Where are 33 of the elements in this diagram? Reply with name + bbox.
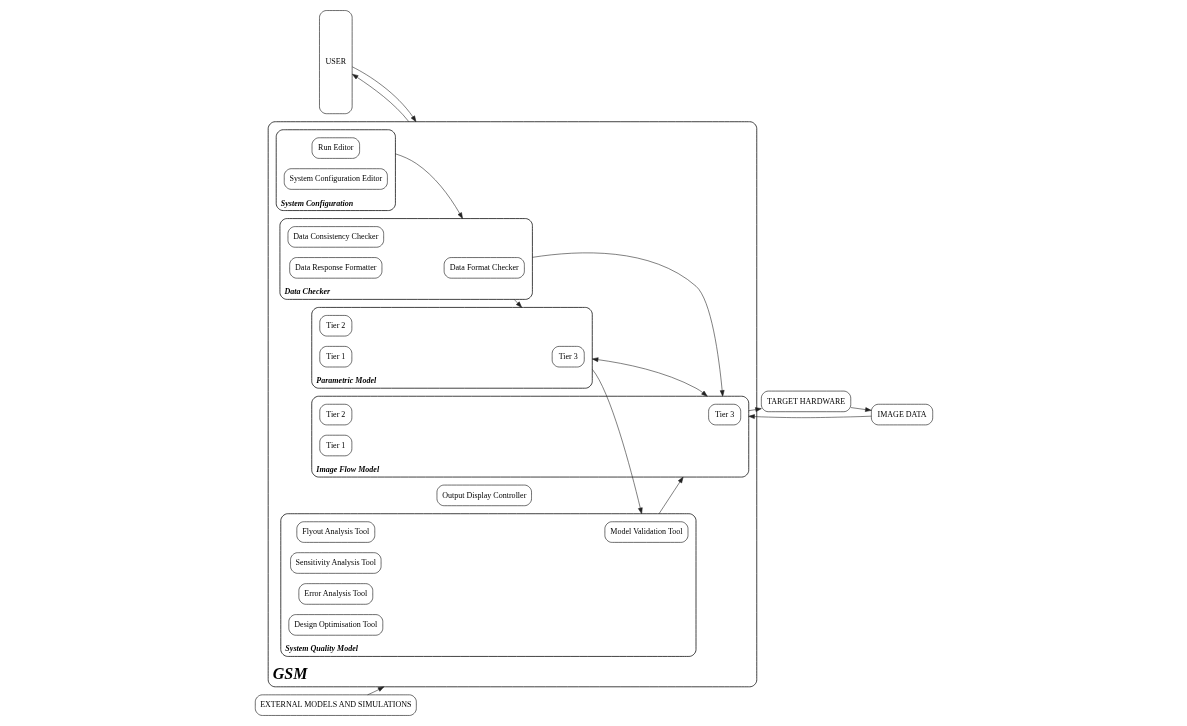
node-box: System Configuration Editor (283, 168, 388, 190)
node-box: Sensitivity Analysis Tool (289, 552, 381, 574)
node-box: IMAGE DATA (870, 403, 933, 426)
node-box: Tier 1 (319, 346, 352, 368)
node-box: Tier 3 (551, 346, 585, 368)
node-box: TARGET HARDWARE (760, 390, 851, 412)
node-box: Tier 1 (319, 434, 352, 457)
node-box: EXTERNAL MODELS AND SIMULATIONS (254, 694, 417, 716)
node-box: Tier 2 (319, 315, 352, 337)
node-box: Output Display Controller (436, 484, 532, 506)
arrow (351, 73, 409, 122)
arrow (513, 299, 522, 308)
node-box: Tier 3 (707, 403, 741, 426)
arrow (658, 476, 683, 514)
arrow (591, 357, 708, 397)
node-box: Flyout Analysis Tool (296, 521, 375, 543)
arrow (747, 407, 762, 412)
arrow (366, 686, 384, 696)
arrow (394, 153, 463, 219)
arrow (591, 369, 643, 514)
node-box: Data Consistency Checker (287, 226, 384, 248)
node-box: Tier 2 (319, 403, 352, 426)
node-box: Design Optimisation Tool (288, 614, 383, 636)
node-box: Model Validation Tool (604, 521, 688, 543)
node-box: Run Editor (311, 137, 360, 159)
node-box: Data Response Formatter (288, 257, 382, 279)
arrow (747, 414, 871, 419)
arrow (850, 407, 871, 412)
arrow (351, 66, 416, 122)
arrow (531, 252, 724, 397)
node-box: Error Analysis Tool (298, 583, 373, 605)
node-box: USER (318, 10, 352, 114)
node-box: Data Format Checker (443, 257, 525, 279)
